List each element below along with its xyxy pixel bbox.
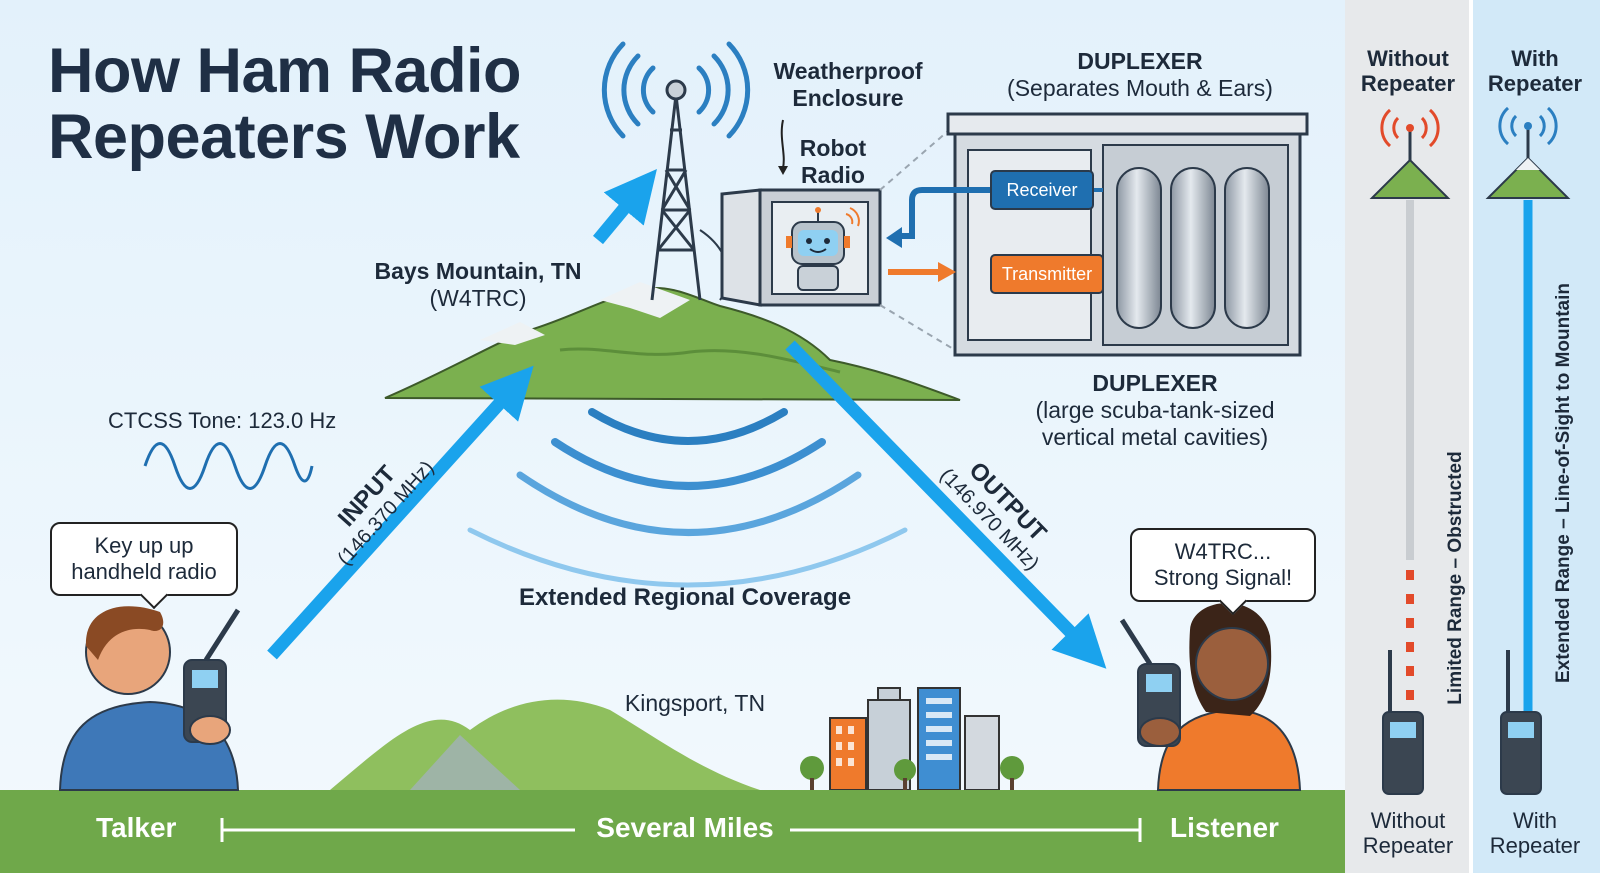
- without-range-label: Limited Range – Obstructed: [1445, 451, 1466, 705]
- duplexer-cabinet: [946, 112, 1309, 357]
- site-callsign: (W4TRC): [429, 285, 527, 311]
- with-radio-icon: [1500, 650, 1542, 795]
- coverage-waves: [467, 408, 908, 588]
- enclosure-label: Weatherproof Enclosure: [758, 58, 938, 112]
- ground-label-listener: Listener: [1170, 812, 1279, 843]
- radio-tower: [650, 79, 730, 301]
- with-footer-line-2: Repeater: [1489, 833, 1581, 858]
- enclosure-line-2: Enclosure: [792, 85, 904, 111]
- enclosure-cabinet: [720, 188, 882, 307]
- enclosure-line-1: Weatherproof: [773, 58, 923, 84]
- with-title-line-2: Repeater: [1487, 71, 1583, 96]
- listener-speech-bubble: W4TRC... Strong Signal!: [1130, 528, 1316, 602]
- background-hills: [330, 699, 760, 790]
- robot-line-2: Radio: [801, 162, 865, 188]
- listener-bubble-line-1: W4TRC...: [1174, 539, 1272, 564]
- talker-person: [58, 606, 241, 791]
- receiver-flow-arrow: [900, 187, 990, 239]
- ground-label-talker: Talker: [96, 812, 177, 843]
- ctcss-wave: [143, 442, 314, 490]
- without-radio-icon: [1382, 650, 1424, 795]
- site-name: Bays Mountain, TN: [374, 258, 582, 284]
- without-footer-line-1: Without: [1370, 808, 1446, 833]
- without-panel-title: Without Repeater: [1348, 46, 1468, 96]
- duplexer-top-subtitle: (Separates Mouth & Ears): [1007, 75, 1273, 101]
- duplexer-top-label: DUPLEXER (Separates Mouth & Ears): [1000, 48, 1280, 102]
- transmitter-box: Transmitter: [990, 254, 1104, 294]
- duplexer-bottom-title: DUPLEXER: [1092, 370, 1218, 396]
- duplexer-bottom-label: DUPLEXER (large scuba-tank-sized vertica…: [1010, 370, 1300, 451]
- duplexer-bottom-line-1: (large scuba-tank-sized: [1035, 397, 1275, 423]
- coverage-label: Extended Regional Coverage: [518, 584, 852, 611]
- without-mini-mountain: [1369, 108, 1451, 710]
- duplexer-top-title: DUPLEXER: [1077, 48, 1203, 74]
- enclosure-pointer: [776, 118, 790, 176]
- input-arrow: [267, 365, 534, 660]
- with-range-label: Extended Range – Line-of-Sight to Mounta…: [1553, 282, 1574, 684]
- duplexer-bottom-line-2: vertical metal cavities): [1041, 424, 1269, 450]
- without-title-line-1: Without: [1367, 46, 1449, 71]
- with-panel-title: With Repeater: [1474, 46, 1596, 96]
- talker-speech-bubble: Key up up handheld radio: [50, 522, 238, 596]
- output-arrow: [785, 340, 1107, 669]
- without-title-line-2: Repeater: [1360, 71, 1456, 96]
- with-footer-line-1: With: [1513, 808, 1557, 833]
- title-line-2: Repeaters Work: [48, 102, 520, 172]
- ctcss-label: CTCSS Tone: 123.0 Hz: [108, 408, 337, 433]
- ground-label-distance: Several Miles: [596, 812, 774, 843]
- robot-label: Robot Radio: [788, 135, 878, 189]
- talker-bubble-line-2: handheld radio: [71, 559, 217, 584]
- page-title: How Ham Radio Repeaters Work: [48, 36, 522, 172]
- talker-bubble-line-1: Key up up: [94, 533, 194, 558]
- site-label: Bays Mountain, TN (W4TRC): [350, 258, 606, 312]
- with-panel-footer: With Repeater: [1474, 808, 1596, 858]
- robot-line-1: Robot: [799, 135, 867, 161]
- with-title-line-1: With: [1511, 46, 1559, 71]
- city-buildings: [800, 687, 1024, 791]
- without-footer-line-2: Repeater: [1362, 833, 1454, 858]
- without-panel-footer: Without Repeater: [1348, 808, 1468, 858]
- town-label: Kingsport, TN: [624, 690, 766, 716]
- tower-waves: [601, 41, 751, 139]
- distance-line: [220, 818, 1142, 842]
- listener-bubble-line-2: Strong Signal!: [1153, 565, 1293, 590]
- uplink-arrow: [592, 168, 657, 245]
- listener-person: [1119, 603, 1302, 791]
- with-mini-mountain: [1485, 106, 1571, 715]
- title-line-1: How Ham Radio: [48, 36, 522, 106]
- receiver-box: Receiver: [990, 170, 1094, 210]
- zoom-lines: [879, 124, 956, 351]
